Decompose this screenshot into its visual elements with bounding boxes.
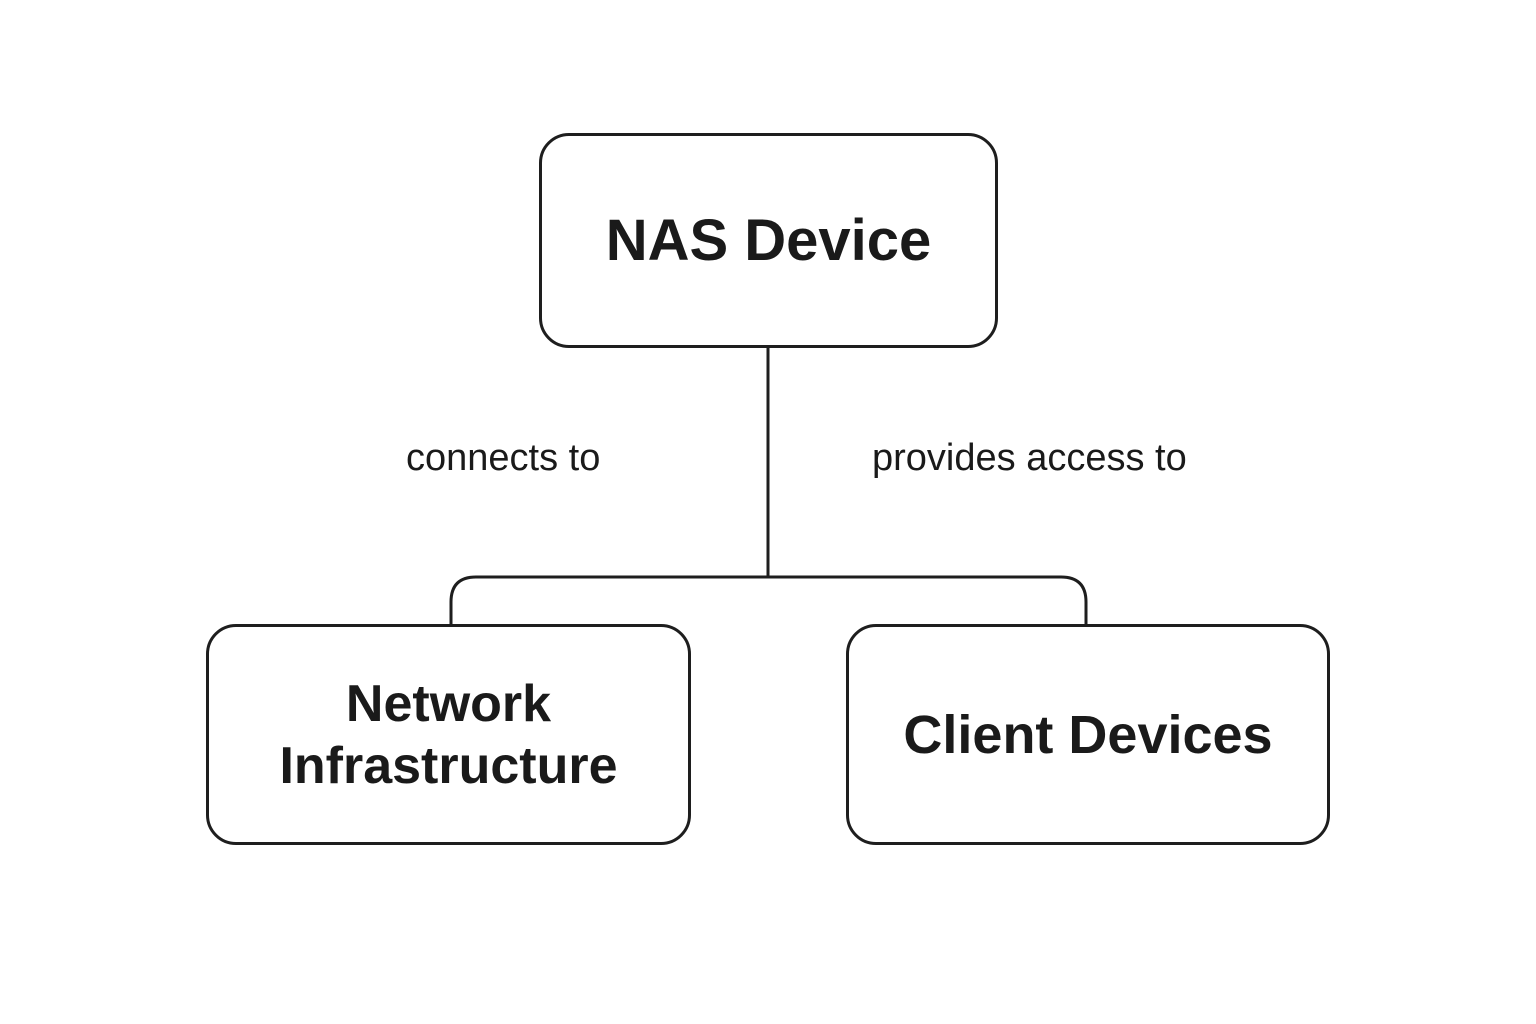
node-network-infrastructure: Network Infrastructure	[206, 624, 691, 845]
node-client-devices: Client Devices	[846, 624, 1330, 845]
node-network-infrastructure-label: Network Infrastructure	[279, 674, 618, 795]
node-nas-device-label: NAS Device	[605, 208, 932, 273]
connector-branch	[449, 575, 1088, 624]
edge-label-provides-access-to: provides access to	[872, 437, 1187, 479]
node-nas-device: NAS Device	[539, 133, 998, 348]
edge-label-connects-to: connects to	[406, 437, 601, 479]
node-client-devices-label: Client Devices	[903, 704, 1273, 765]
